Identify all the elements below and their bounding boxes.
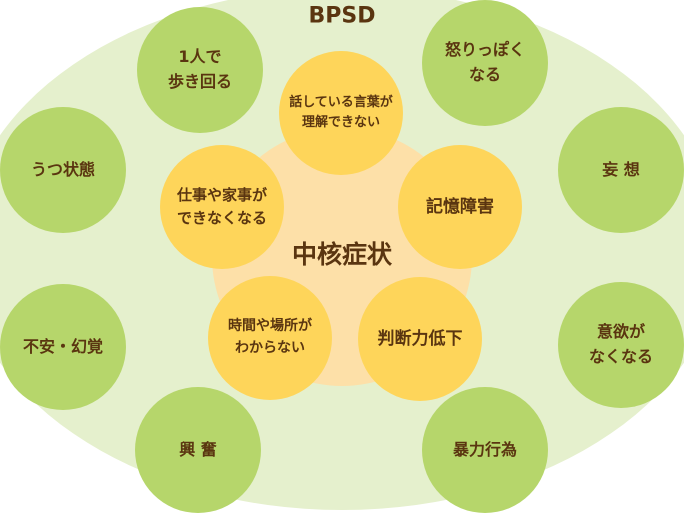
bpsd-item: 意欲が なくなる: [558, 282, 684, 408]
bpsd-item: 1人で 歩き回る: [137, 7, 263, 133]
bpsd-item: 暴力行為: [422, 387, 548, 513]
bpsd-item: 妄 想: [558, 107, 684, 233]
core-item: 話している言葉が 理解できない: [279, 51, 403, 175]
bpsd-item: 不安・幻覚: [0, 284, 126, 410]
core-item: 時間や場所が わからない: [208, 276, 332, 400]
core-item: 判断力低下: [358, 277, 482, 401]
core-item: 仕事や家事が できなくなる: [160, 145, 284, 269]
core-title: 中核症状: [291, 240, 393, 269]
bpsd-item: 怒りっぽく なる: [422, 0, 548, 126]
bpsd-item: 興 奮: [135, 387, 261, 513]
bpsd-title: BPSD: [308, 3, 376, 29]
core-item: 記憶障害: [398, 145, 522, 269]
bpsd-item: うつ状態: [0, 107, 126, 233]
